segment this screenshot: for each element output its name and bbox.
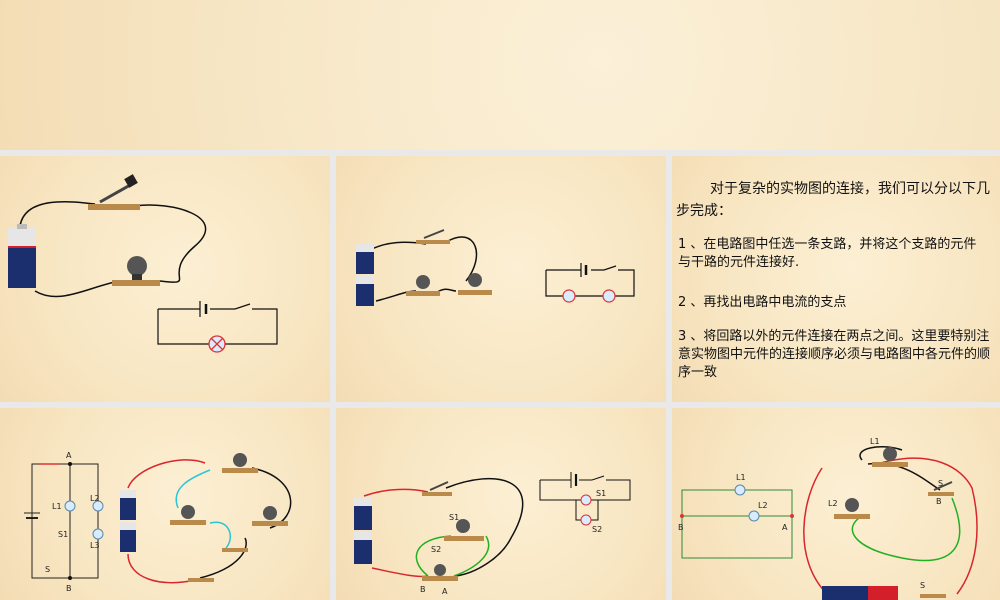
panel-series-circuit	[336, 156, 666, 402]
lamp-icon	[562, 289, 576, 303]
circuit-diagram	[545, 263, 635, 297]
instructions-intro: 对于复杂的实物图的连接，我们可以分以下几步完成：	[676, 181, 990, 219]
slide-grid: 对于复杂的实物图的连接，我们可以分以下几步完成： 1 、在电路图中任选一条支路，…	[0, 150, 1000, 600]
schematic-label-L1: L1	[736, 473, 746, 482]
label-S1: S1	[449, 513, 459, 522]
switch-base	[88, 204, 140, 210]
panel-parallel-three-lamps: A B L1 L2 L3 S1 S	[0, 408, 330, 600]
label-L2: L2	[90, 494, 100, 503]
label-S: S	[45, 565, 50, 574]
battery-icon	[120, 490, 136, 552]
two-switch-circuit-illustration: S1 S2 B A S1 S2	[354, 472, 631, 596]
label-B: B	[420, 585, 426, 594]
label-A: A	[442, 587, 448, 596]
schematic-label-A: A	[782, 523, 788, 532]
parallel-circuit-illustration: A B L1 L2 L3 S1 S	[24, 451, 292, 593]
title-area	[0, 0, 1000, 150]
circuit-diagram	[157, 301, 278, 345]
label-L2: L2	[828, 499, 838, 508]
panel-basic-circuit	[0, 156, 330, 402]
label-B: B	[936, 497, 942, 506]
label-L3: L3	[90, 541, 100, 550]
panel-two-switches: S1 S2 B A S1 S2	[336, 408, 666, 600]
label-A: A	[66, 451, 72, 460]
battery-icon	[356, 244, 374, 306]
panel-instructions: 对于复杂的实物图的连接，我们可以分以下几步完成： 1 、在电路图中任选一条支路，…	[672, 156, 1000, 402]
schematic-label-S1: S1	[596, 489, 606, 498]
label-L1: L1	[52, 502, 62, 511]
battery-icon	[8, 224, 36, 288]
circuit-diagram	[681, 489, 793, 559]
label-S2: S2	[431, 545, 441, 554]
schematic-label-L2: L2	[758, 501, 768, 510]
instructions-step-3: 3 、将回路以外的元件连接在两点之间。这里要特别注意实物图中元件的连接顺序必须与…	[678, 329, 991, 380]
label-S: S	[938, 479, 943, 488]
circuit-diagram	[24, 463, 99, 579]
label-S-lower: S	[920, 581, 925, 590]
instructions-step-2: 2 、再找出电路中电流的支点	[678, 295, 847, 310]
schematic-label-S2: S2	[592, 525, 602, 534]
label-B: B	[66, 584, 72, 593]
basic-circuit-illustration	[8, 174, 278, 353]
panel-parallel-two-lamps: L1 L2 B A L1 L2 S B S	[672, 408, 1000, 600]
parallel-two-lamp-illustration: L1 L2 B A L1 L2 S B S	[678, 437, 978, 600]
lamp-icon	[602, 289, 616, 303]
instructions-step-1: 1 、在电路图中任选一条支路，并将这个支路的元件与干路的元件连接好.	[678, 237, 977, 270]
label-S1: S1	[58, 530, 68, 539]
battery-icon	[354, 498, 372, 564]
series-circuit-illustration	[356, 229, 635, 306]
label-L1: L1	[870, 437, 880, 446]
schematic-label-B: B	[678, 523, 684, 532]
